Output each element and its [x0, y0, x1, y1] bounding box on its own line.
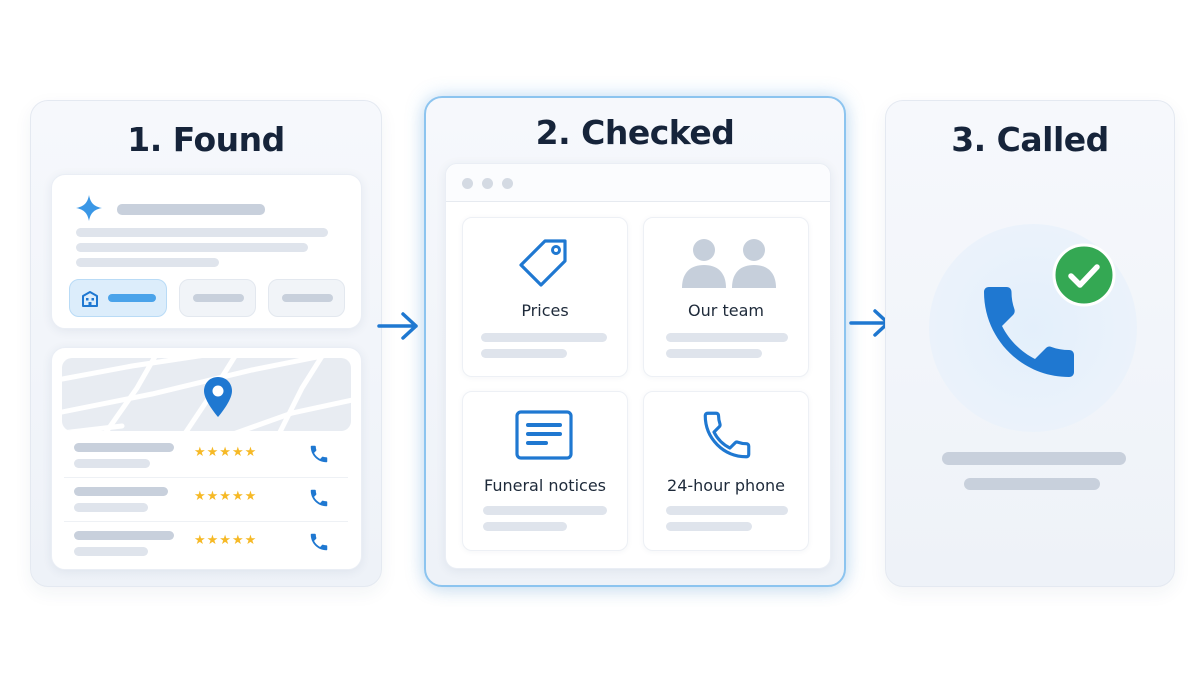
step-called-panel: 3. Called: [885, 100, 1175, 587]
listing-detail-placeholder: [74, 459, 150, 468]
step-title-called: 3. Called: [951, 120, 1109, 159]
call-circle: [929, 224, 1137, 432]
phone-icon[interactable]: [308, 487, 330, 509]
phone-icon[interactable]: [308, 443, 330, 465]
price-tag-icon: [519, 239, 567, 287]
result-line-placeholder: [76, 228, 328, 237]
tile-line-placeholder: [481, 349, 567, 358]
star-rating: ★★★★★: [194, 445, 258, 460]
search-result-card[interactable]: [51, 174, 362, 329]
team-icon: [682, 239, 776, 288]
step-found-panel: 1. Found: [30, 100, 382, 587]
listing-detail-placeholder: [74, 547, 148, 556]
tile-prices[interactable]: Prices: [462, 217, 628, 377]
row-divider: [64, 521, 348, 522]
star-rating: ★★★★★: [194, 489, 258, 504]
chip-label-placeholder: [108, 294, 156, 302]
sparkle-icon: [76, 195, 102, 221]
star-rating: ★★★★★: [194, 533, 258, 548]
tile-label: Our team: [688, 301, 764, 320]
filter-chip[interactable]: [179, 279, 256, 317]
map-results-card: ★★★★★ ★★★★★ ★★★★★: [51, 347, 362, 570]
building-icon: [82, 291, 98, 307]
tile-label: 24-hour phone: [667, 476, 785, 495]
arrow-right-icon: [377, 312, 418, 340]
window-dot: [462, 178, 473, 189]
tile-label: Prices: [521, 301, 569, 320]
tile-line-placeholder: [666, 506, 788, 515]
listing-name-placeholder: [74, 487, 168, 496]
listing-detail-placeholder: [74, 503, 148, 512]
tile-line-placeholder: [666, 333, 788, 342]
step-checked-panel: 2. Checked Prices Our team: [424, 96, 846, 587]
window-dot: [502, 178, 513, 189]
checkmark-icon: [1052, 243, 1116, 307]
notice-icon: [515, 410, 573, 460]
tile-line-placeholder: [481, 333, 607, 342]
call-detail-placeholder: [942, 452, 1126, 465]
step-title-found: 1. Found: [127, 120, 285, 159]
browser-toolbar: [446, 164, 830, 202]
location-pin-icon: [204, 377, 232, 417]
tile-line-placeholder: [666, 349, 762, 358]
row-divider: [64, 477, 348, 478]
result-line-placeholder: [76, 258, 219, 267]
step-title-checked: 2. Checked: [535, 113, 735, 152]
tile-24-hour-phone[interactable]: 24-hour phone: [643, 391, 809, 551]
tile-label: Funeral notices: [484, 476, 606, 495]
business-chip[interactable]: [69, 279, 167, 317]
chip-label-placeholder: [193, 294, 244, 302]
phone-icon: [703, 411, 751, 459]
chip-label-placeholder: [282, 294, 333, 302]
phone-call-icon: [984, 287, 1074, 377]
tile-line-placeholder: [483, 506, 607, 515]
result-line-placeholder: [76, 243, 308, 252]
tile-our-team[interactable]: Our team: [643, 217, 809, 377]
call-detail-placeholder: [964, 478, 1100, 490]
filter-chip[interactable]: [268, 279, 345, 317]
map-area[interactable]: [62, 358, 351, 431]
listing-name-placeholder: [74, 443, 174, 452]
tile-line-placeholder: [483, 522, 567, 531]
tile-funeral-notices[interactable]: Funeral notices: [462, 391, 628, 551]
website-browser-window: Prices Our team Funeral noti: [445, 163, 831, 569]
listing-name-placeholder: [74, 531, 174, 540]
phone-icon[interactable]: [308, 531, 330, 553]
result-title-placeholder: [117, 204, 265, 215]
window-dot: [482, 178, 493, 189]
tile-line-placeholder: [666, 522, 752, 531]
